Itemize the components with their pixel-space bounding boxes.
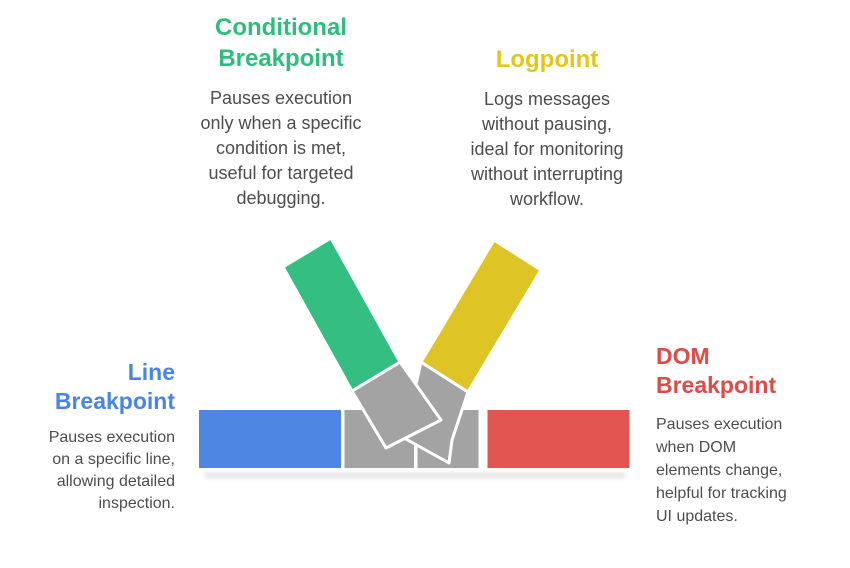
dom-breakpoint-title: DOM Breakpoint xyxy=(656,343,777,398)
logpoint-arm xyxy=(419,238,543,394)
line-breakpoint-bar xyxy=(199,410,341,468)
logpoint-description: Logs messages without pausing, ideal for… xyxy=(470,89,624,209)
dom-breakpoint-bar xyxy=(487,410,630,468)
logpoint-block: Logpoint Logs messages without pausing, … xyxy=(438,44,656,212)
conditional-arm xyxy=(281,236,402,393)
conditional-breakpoint-title: Conditional Breakpoint xyxy=(215,14,347,72)
conditional-breakpoint-description: Pauses execution only when a specific co… xyxy=(200,88,362,208)
line-breakpoint-description: Pauses execution on a specific line, all… xyxy=(48,429,175,512)
dom-breakpoint-description: Pauses execution when DOM elements chang… xyxy=(656,416,787,525)
line-breakpoint-block: Line Breakpoint Pauses execution on a sp… xyxy=(0,358,175,515)
conditional-breakpoint-block: Conditional Breakpoint Pauses execution … xyxy=(170,12,392,211)
bar-shadow xyxy=(204,473,626,478)
dom-breakpoint-block: DOM Breakpoint Pauses execution when DOM… xyxy=(656,342,836,528)
logpoint-title: Logpoint xyxy=(495,46,599,73)
line-breakpoint-title: Line Breakpoint xyxy=(54,359,175,414)
